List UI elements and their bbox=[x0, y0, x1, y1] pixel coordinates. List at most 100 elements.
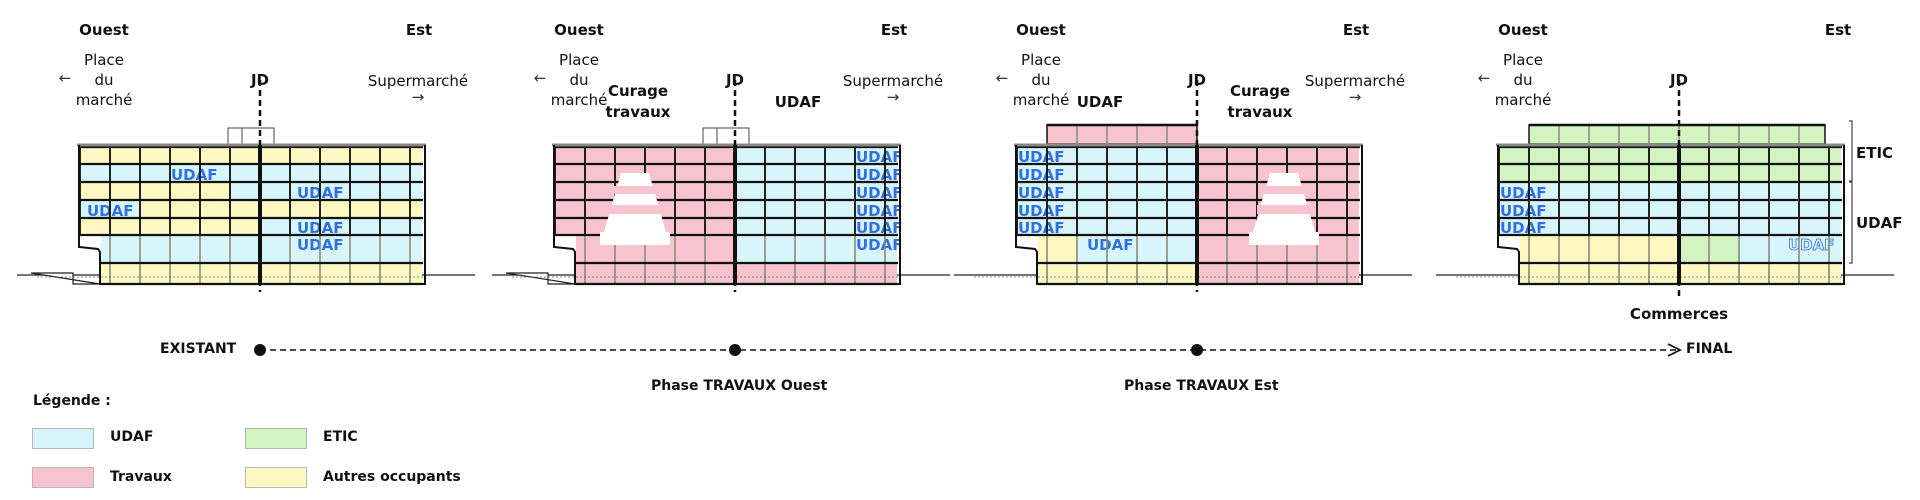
building-outline bbox=[553, 145, 901, 285]
zone-udaf bbox=[1499, 200, 1841, 218]
annotation-east-line2: travaux bbox=[1227, 103, 1293, 121]
udaf-zone-label: UDAF bbox=[1788, 236, 1835, 254]
west-arrow-icon: ← bbox=[995, 69, 1009, 87]
zone-autres bbox=[1038, 263, 1197, 284]
annotation-west-line1: Curage bbox=[607, 82, 669, 100]
place-label-line2: du bbox=[1513, 71, 1533, 89]
zone-autres bbox=[1038, 235, 1077, 263]
cone-base bbox=[1249, 232, 1319, 245]
zone-etic bbox=[1499, 147, 1841, 164]
udaf-zone-label: UDAF bbox=[856, 166, 903, 184]
building-outline bbox=[1015, 145, 1363, 285]
east-arrow-icon: → bbox=[886, 88, 900, 106]
zone-travaux bbox=[1197, 263, 1359, 284]
zone-autres bbox=[1520, 235, 1679, 263]
place-label-line3: marché bbox=[550, 91, 608, 109]
west-arrow-icon: ← bbox=[1477, 69, 1491, 87]
legend-swatch-etic bbox=[245, 428, 307, 449]
udaf-zone-label: UDAF bbox=[856, 219, 903, 237]
udaf-zone-label: UDAF bbox=[856, 202, 903, 220]
legend-title: Légende : bbox=[33, 393, 111, 409]
entrance-ramp bbox=[30, 272, 101, 285]
udaf-zone-label: UDAF bbox=[1018, 166, 1065, 184]
upper-floor-travaux bbox=[1046, 124, 1198, 145]
supermarche-label: Supermarché bbox=[367, 72, 469, 90]
zone-udaf bbox=[1499, 218, 1841, 235]
west-arrow-icon: ← bbox=[533, 69, 547, 87]
rooftop-structure bbox=[702, 127, 750, 146]
zone-udaf bbox=[735, 200, 897, 218]
place-label-line1: Place bbox=[1503, 51, 1543, 69]
cone-stripe bbox=[1257, 205, 1311, 214]
udaf-bracket bbox=[1849, 181, 1853, 264]
place-label-line2: du bbox=[1031, 71, 1051, 89]
timeline-arrow-icon bbox=[1667, 343, 1683, 357]
timeline bbox=[254, 343, 1683, 357]
timeline-dot-1 bbox=[729, 344, 741, 356]
ouest-label: Ouest bbox=[554, 21, 604, 39]
zone-udaf bbox=[260, 218, 422, 235]
east-arrow-icon: → bbox=[411, 88, 425, 106]
est-label: Est bbox=[1342, 21, 1370, 39]
place-label-line3: marché bbox=[1012, 91, 1070, 109]
zone-udaf bbox=[735, 147, 897, 164]
place-label-line1: Place bbox=[559, 51, 599, 69]
annotation-west-line1: UDAF bbox=[1076, 93, 1124, 111]
legend-swatch-autres bbox=[245, 467, 307, 488]
supermarche-label: Supermarché bbox=[1304, 72, 1406, 90]
udaf-zone-label: UDAF bbox=[1500, 219, 1547, 237]
ouest-label: Ouest bbox=[1016, 21, 1066, 39]
ouest-label: Ouest bbox=[79, 21, 129, 39]
place-label-line2: du bbox=[569, 71, 589, 89]
legend-label-travaux: Travaux bbox=[110, 469, 172, 485]
zone-udaf bbox=[735, 164, 897, 182]
supermarche-label: Supermarché bbox=[842, 72, 944, 90]
timeline-phase-est-label: Phase TRAVAUX Est bbox=[1124, 378, 1279, 394]
timeline-end-label: FINAL bbox=[1686, 341, 1733, 357]
cone-stripe bbox=[608, 205, 662, 214]
zone-udaf bbox=[735, 182, 897, 200]
zone-udaf bbox=[230, 182, 422, 200]
zone-udaf bbox=[80, 164, 422, 182]
zone-udaf bbox=[735, 235, 897, 263]
legend-label-udaf: UDAF bbox=[110, 429, 154, 445]
traffic-cone-icon bbox=[1249, 173, 1319, 245]
east-arrow-icon: → bbox=[1348, 88, 1362, 106]
upper-floor-etic bbox=[1528, 124, 1826, 145]
rooftop-structure bbox=[227, 127, 275, 146]
timeline-dot-0 bbox=[254, 344, 266, 356]
zone-travaux bbox=[1197, 147, 1359, 164]
udaf-zone-label: UDAF bbox=[856, 236, 903, 254]
udaf-zone-label: UDAF bbox=[1018, 202, 1065, 220]
place-label-line3: marché bbox=[1494, 91, 1552, 109]
timeline-start-label: EXISTANT bbox=[160, 341, 237, 357]
west-arrow-icon: ← bbox=[58, 69, 72, 87]
udaf-zone-label: UDAF bbox=[856, 148, 903, 166]
zone-autres bbox=[80, 147, 422, 164]
entrance-ramp bbox=[505, 272, 576, 285]
udaf-zone-label: UDAF bbox=[1018, 219, 1065, 237]
zone-udaf bbox=[735, 218, 897, 235]
cone-base bbox=[600, 232, 670, 245]
place-label-line1: Place bbox=[84, 51, 124, 69]
est-label: Est bbox=[1824, 21, 1852, 39]
traffic-cone-icon bbox=[600, 173, 670, 245]
place-label-line1: Place bbox=[1021, 51, 1061, 69]
legend-swatch-travaux bbox=[32, 467, 94, 488]
zone-autres bbox=[140, 200, 422, 218]
annotation-east-line1: Curage bbox=[1229, 82, 1291, 100]
bracket-label-udaf: UDAF bbox=[1856, 214, 1903, 232]
udaf-zone-label: UDAF bbox=[1018, 184, 1065, 202]
legend-label-etic: ETIC bbox=[323, 429, 358, 445]
bracket-label-etic: ETIC bbox=[1856, 144, 1894, 162]
udaf-zone-label: UDAF bbox=[171, 166, 218, 184]
commerces-label: Commerces bbox=[1629, 305, 1729, 323]
building-outline bbox=[78, 145, 426, 285]
udaf-zone-label: UDAF bbox=[856, 184, 903, 202]
legend-swatch-udaf bbox=[32, 428, 94, 449]
